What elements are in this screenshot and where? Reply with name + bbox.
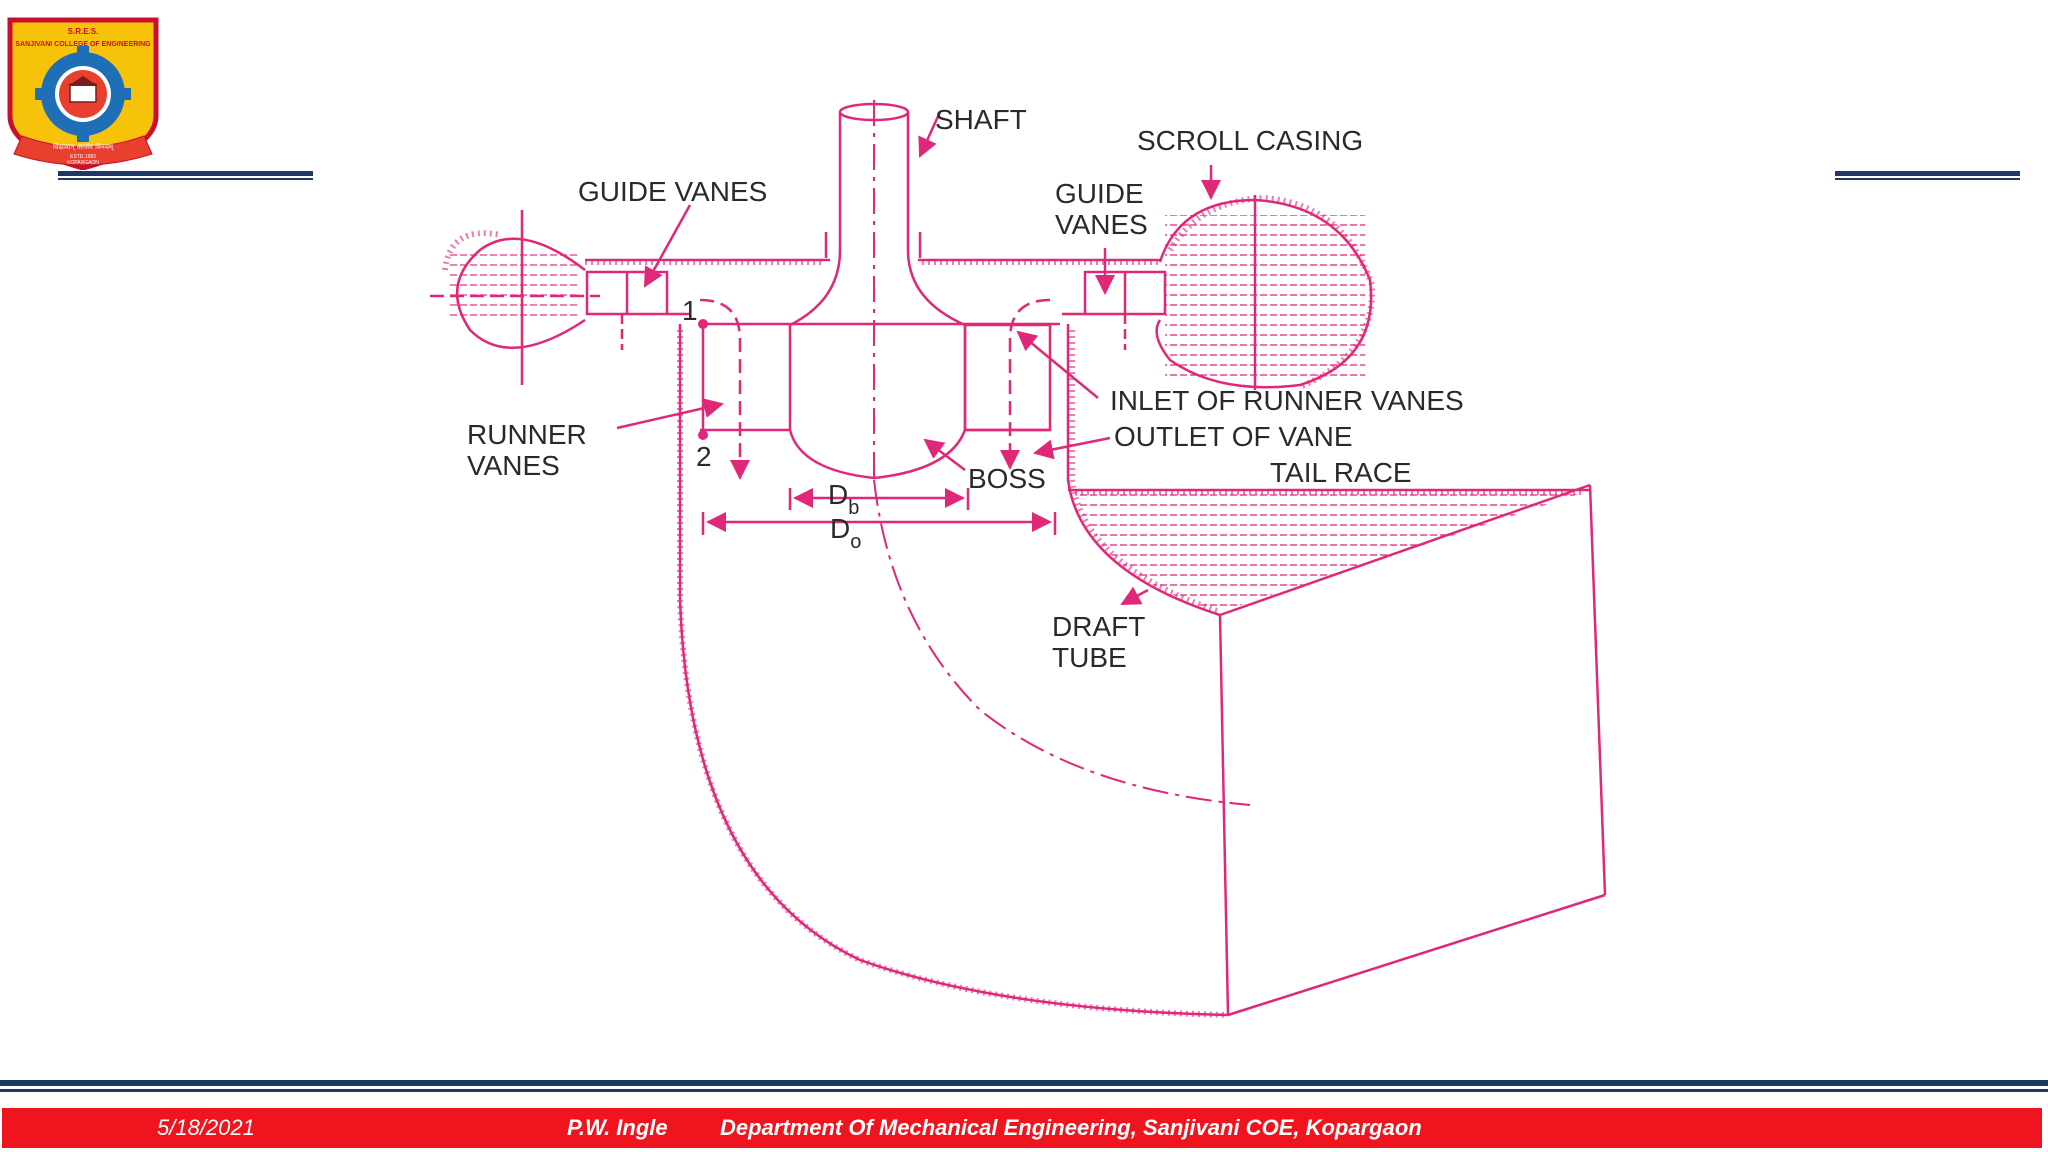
logo-estd: ESTD.1983 xyxy=(70,154,96,160)
logo-org: S.R.E.S. xyxy=(68,27,99,36)
header-rule-right xyxy=(1835,171,2020,180)
logo-motto: विद्यावान् आर्जवं विनयम् xyxy=(53,142,114,151)
label-boss: BOSS xyxy=(968,463,1046,494)
footer-bar: 5/18/2021 P.W. Ingle Department Of Mecha… xyxy=(2,1108,2042,1148)
label-draft-tube-2: TUBE xyxy=(1052,642,1127,673)
footer-date: 5/18/2021 xyxy=(157,1115,255,1140)
label-outlet-vane: OUTLET OF VANE xyxy=(1114,421,1353,452)
label-do: Do xyxy=(830,513,861,553)
label-do-sub: o xyxy=(850,531,861,553)
label-db-sub: b xyxy=(848,497,859,519)
label-scroll-casing: SCROLL CASING xyxy=(1137,125,1363,156)
label-point-1: 1 xyxy=(682,295,698,326)
logo-college: SANJIVANI COLLEGE OF ENGINEERING xyxy=(15,41,151,48)
tail-race-water xyxy=(1075,492,1585,612)
boss xyxy=(788,325,967,480)
label-db: Db xyxy=(828,479,859,519)
footer-department: Department Of Mechanical Engineering, Sa… xyxy=(720,1115,1422,1140)
label-inlet-runner-vanes: INLET OF RUNNER VANES xyxy=(1110,385,1464,416)
label-draft-tube-1: DRAFT xyxy=(1052,611,1145,642)
footer-rule xyxy=(0,1080,2048,1092)
point-2-marker xyxy=(698,430,708,440)
footer-author: P.W. Ingle xyxy=(567,1115,668,1140)
logo-place: KOPARGAON xyxy=(67,160,99,166)
point-1-marker xyxy=(698,319,708,329)
header-rule-left xyxy=(58,171,313,180)
label-guide-vanes-right-1: GUIDE xyxy=(1055,178,1144,209)
label-runner-vanes-2: VANES xyxy=(467,450,560,481)
college-logo: S.R.E.S. SANJIVANI COLLEGE OF ENGINEERIN… xyxy=(7,17,159,170)
label-db-main: D xyxy=(828,479,848,510)
label-guide-vanes-left: GUIDE VANES xyxy=(578,176,767,207)
label-tail-race: TAIL RACE xyxy=(1270,457,1412,488)
label-point-2: 2 xyxy=(696,441,712,472)
label-do-main: D xyxy=(830,513,850,544)
label-guide-vanes-right-2: VANES xyxy=(1055,209,1148,240)
shaft xyxy=(789,112,842,327)
label-runner-vanes-1: RUNNER xyxy=(467,419,587,450)
label-shaft: SHAFT xyxy=(935,104,1027,135)
